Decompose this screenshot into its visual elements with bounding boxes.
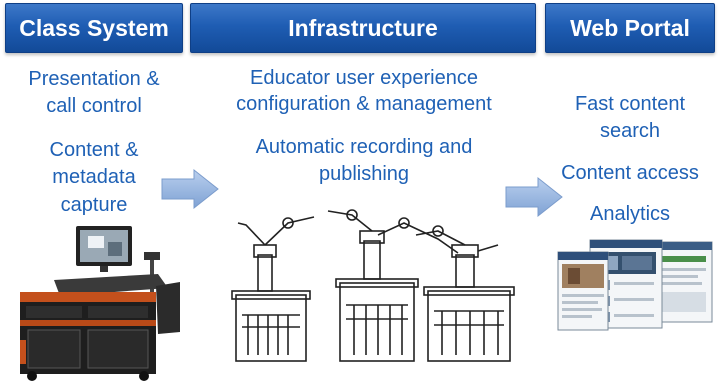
right-arrow-icon <box>505 176 563 218</box>
robots-assembly-line-image <box>231 209 515 362</box>
infrastructure-header: Infrastructure <box>190 3 536 53</box>
class-system-item: metadata <box>52 166 136 188</box>
infrastructure-item: configuration & management <box>236 93 492 115</box>
infrastructure-item: Educator user experience <box>250 67 478 89</box>
infrastructure-item: Automatic recording and <box>255 136 473 158</box>
class-system-item: call control <box>46 95 142 117</box>
web-portal-item: Fast content <box>574 93 686 115</box>
class-system-header: Class System <box>5 3 183 53</box>
web-portal-header: Web Portal <box>545 3 715 53</box>
web-portal-screenshots-image <box>557 239 713 331</box>
web-portal-item: search <box>599 120 661 142</box>
class-system-item: capture <box>60 194 128 216</box>
class-system-item: Content & <box>49 139 139 161</box>
web-portal-item: Content access <box>561 162 699 184</box>
class-system-cart-image <box>20 226 180 381</box>
class-system-item: Presentation & <box>28 68 160 90</box>
infrastructure-item: publishing <box>318 163 410 185</box>
right-arrow-icon <box>161 168 219 210</box>
web-portal-item: Analytics <box>589 203 671 225</box>
